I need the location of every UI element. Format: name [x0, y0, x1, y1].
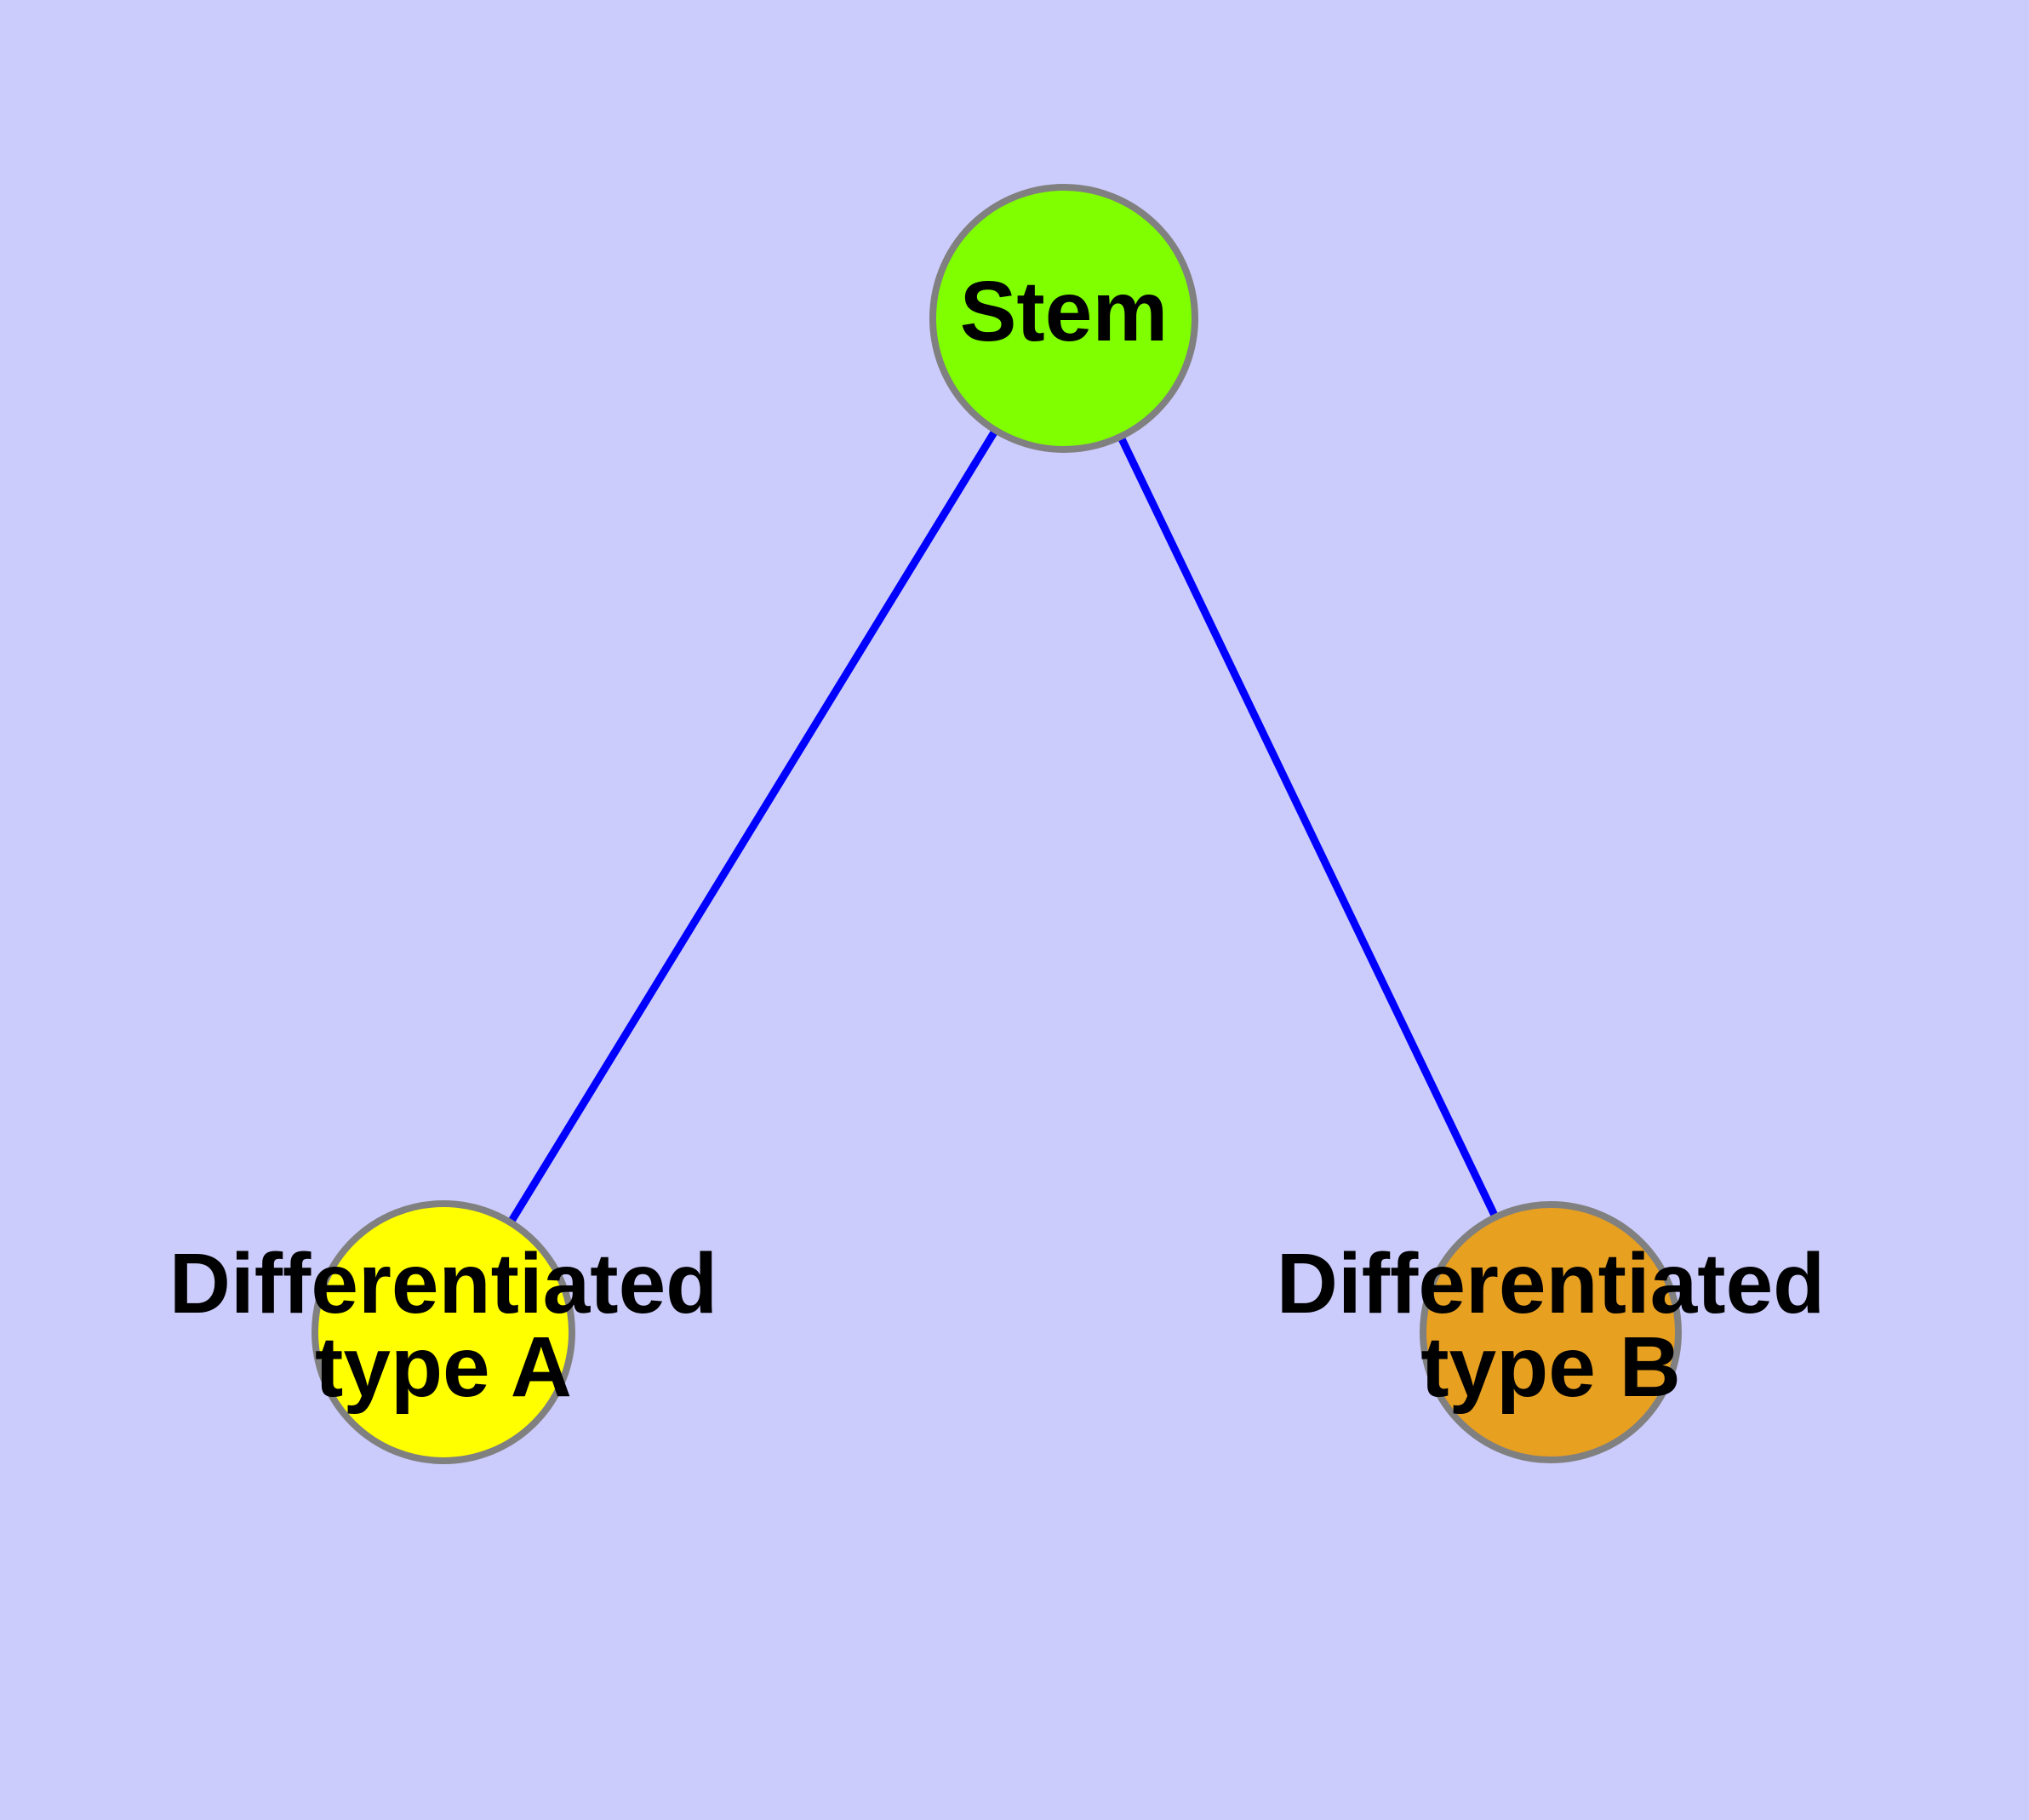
graph-node-label-line: type B	[1420, 1319, 1681, 1415]
graph-node-label-line: Differentiated	[169, 1236, 718, 1331]
graph-node-label-stem: Stem	[960, 264, 1169, 359]
graph-node-stem[interactable]	[929, 184, 1198, 453]
graph-edge[interactable]	[1060, 317, 1555, 1334]
graph-edge[interactable]	[440, 316, 1067, 1335]
graph-node-diff-a[interactable]	[311, 1200, 575, 1464]
graph-node-label-line: Stem	[960, 264, 1169, 359]
graph-node-diff-b[interactable]	[1420, 1201, 1682, 1463]
graph-node-label-line: Differentiated	[1277, 1236, 1826, 1331]
nodes-layer	[311, 184, 1682, 1464]
edges-layer	[440, 316, 1555, 1335]
graph-node-label-line: type A	[315, 1319, 572, 1415]
